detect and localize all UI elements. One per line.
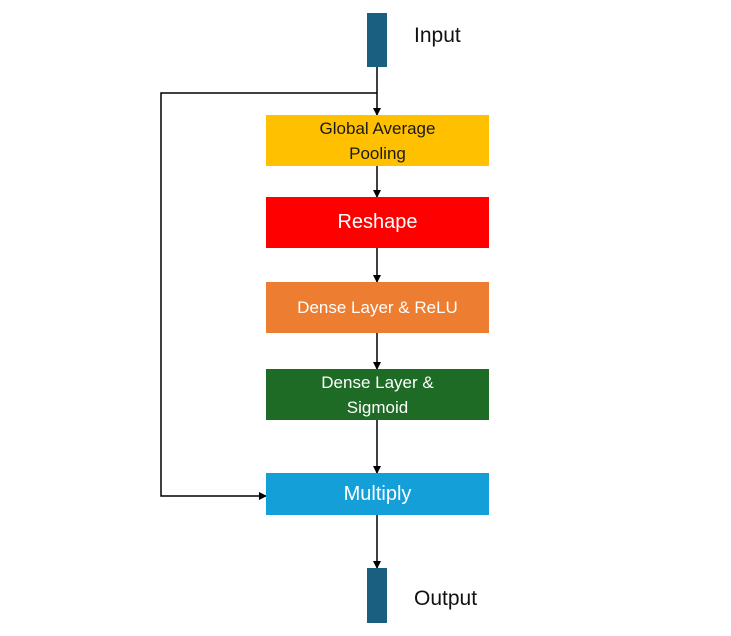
multiply-block: Multiply [266, 473, 489, 515]
reshape-block: Reshape [266, 197, 489, 248]
output-tensor [367, 568, 387, 623]
gap-label-line-1: Global Average [319, 118, 436, 138]
dense-relu-block: Dense Layer & ReLU [266, 282, 489, 333]
dense-relu-label: Dense Layer & ReLU [297, 298, 458, 317]
dense-sigmoid-block: Dense Layer & Sigmoid [266, 369, 489, 420]
global-average-pooling-block: Global Average Pooling [266, 115, 489, 166]
input-tensor [367, 13, 387, 67]
output-label: Output [414, 587, 478, 610]
input-label: Input [414, 24, 461, 47]
skip-connection-arrow [160, 92, 377, 500]
gap-label-line-2: Pooling [349, 143, 406, 163]
reshape-label: Reshape [337, 211, 418, 233]
dense-sigmoid-label-line-2: Sigmoid [346, 397, 409, 417]
multiply-label: Multiply [343, 482, 412, 505]
dense-sigmoid-label-line-1: Dense Layer & [321, 372, 434, 392]
